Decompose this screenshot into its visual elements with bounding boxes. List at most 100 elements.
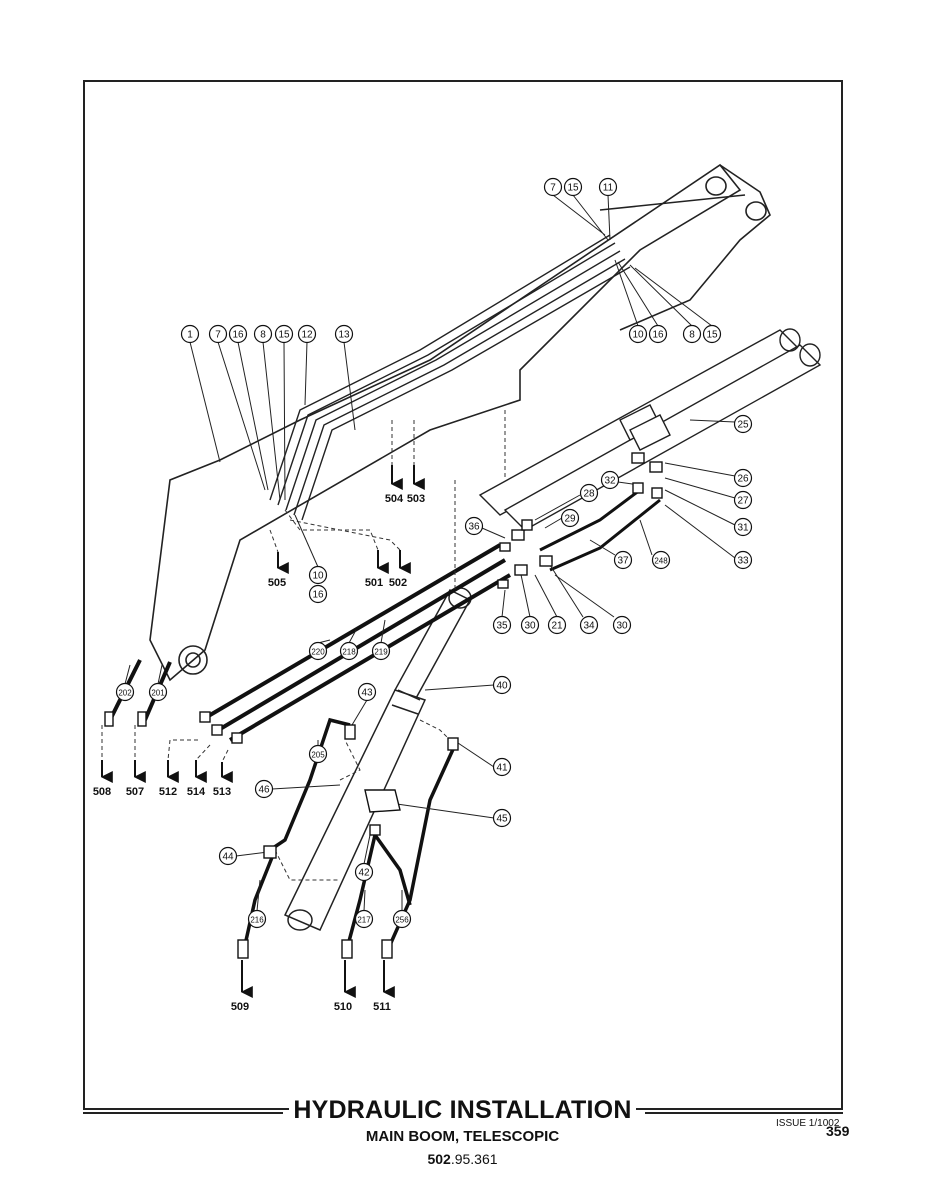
callout-number: 15 (278, 330, 290, 341)
port-label-503: 503 (407, 493, 425, 505)
callout-10: 10 (628, 324, 648, 344)
callout-circle (297, 324, 317, 344)
callout-number: 7 (550, 183, 556, 194)
callout-37: 37 (613, 550, 633, 570)
callout-circle (651, 550, 671, 570)
callout-number: 45 (496, 814, 508, 825)
callout-circle (334, 324, 354, 344)
callout-46: 46 (254, 779, 274, 799)
callout-number: 217 (357, 916, 371, 925)
callout-circle (392, 909, 412, 929)
callout-circle (492, 615, 512, 635)
port-label-501: 501 (365, 577, 383, 589)
callout-number: 33 (737, 556, 749, 567)
callout-number: 1 (187, 330, 193, 341)
callout-45: 45 (492, 808, 512, 828)
callout-15: 15 (702, 324, 722, 344)
callout-12: 12 (297, 324, 317, 344)
callout-1: 1 (180, 324, 200, 344)
callout-circle (543, 177, 563, 197)
issue-label: ISSUE 1/1002 (776, 1118, 840, 1129)
callout-40: 40 (492, 675, 512, 695)
callout-7: 7 (543, 177, 563, 197)
callout-7: 7 (208, 324, 228, 344)
callout-number: 216 (250, 916, 264, 925)
callout-circle (247, 909, 267, 929)
callout-217: 217 (354, 909, 374, 929)
callout-circle (733, 517, 753, 537)
callout-218: 218 (339, 641, 359, 661)
callout-30: 30 (612, 615, 632, 635)
port-label-507: 507 (126, 786, 144, 798)
callout-circle (520, 615, 540, 635)
callout-216: 216 (247, 909, 267, 929)
callout-number: 8 (260, 330, 266, 341)
callout-number: 34 (583, 621, 595, 632)
port-label-505: 505 (268, 577, 286, 589)
page-title-text: HYDRAULIC INSTALLATION (289, 1096, 636, 1124)
callout-11: 11 (598, 177, 618, 197)
callout-circle (308, 584, 328, 604)
callout-circle (148, 682, 168, 702)
callout-circle (253, 324, 273, 344)
callout-circle (308, 744, 328, 764)
callout-number: 7 (215, 330, 221, 341)
callout-number: 256 (395, 916, 409, 925)
title-rule-left (83, 1112, 283, 1114)
callout-13: 13 (334, 324, 354, 344)
callout-circle (308, 641, 328, 661)
callout-16: 16 (308, 584, 328, 604)
callout-32: 32 (600, 470, 620, 490)
callout-16: 16 (648, 324, 668, 344)
document-number: 502.95.361 (0, 1151, 925, 1167)
callout-circle (254, 779, 274, 799)
callout-number: 40 (496, 681, 508, 692)
callout-248: 248 (651, 550, 671, 570)
callout-circle (357, 682, 377, 702)
callout-256: 256 (392, 909, 412, 929)
fittings (104, 452, 663, 959)
callout-circle (547, 615, 567, 635)
main-boom (149, 163, 771, 682)
callout-circle (563, 177, 583, 197)
callout-circle (612, 615, 632, 635)
callout-number: 220 (311, 648, 325, 657)
callout-35: 35 (492, 615, 512, 635)
callout-number: 16 (232, 330, 244, 341)
callout-number: 10 (632, 330, 644, 341)
lift-cylinder-hoses (243, 717, 457, 946)
callout-circle (579, 615, 599, 635)
callout-circle (733, 468, 753, 488)
callout-circle (208, 324, 228, 344)
callout-circle (464, 516, 484, 536)
callout-number: 202 (118, 689, 132, 698)
long-hoses (108, 543, 512, 742)
callout-number: 13 (338, 330, 350, 341)
callout-number: 10 (312, 571, 324, 582)
port-label-511: 511 (373, 1001, 391, 1013)
callout-25: 25 (733, 414, 753, 434)
callout-41: 41 (492, 757, 512, 777)
callout-circle (613, 550, 633, 570)
callout-circle (648, 324, 668, 344)
callout-circle (733, 414, 753, 434)
callout-number: 8 (689, 330, 695, 341)
document-number-suffix: .95.361 (450, 1151, 498, 1167)
callout-30: 30 (520, 615, 540, 635)
callout-number: 42 (358, 868, 370, 879)
callout-42: 42 (354, 862, 374, 882)
leader-lines (124, 194, 736, 912)
callout-26: 26 (733, 468, 753, 488)
callout-number: 26 (737, 474, 749, 485)
callout-circle (308, 565, 328, 585)
callout-circle (274, 324, 294, 344)
callout-circle (354, 909, 374, 929)
page-subtitle: MAIN BOOM, TELESCOPIC (365, 1128, 560, 1145)
callout-circle (339, 641, 359, 661)
callout-44: 44 (218, 846, 238, 866)
callout-number: 16 (652, 330, 664, 341)
callout-8: 8 (253, 324, 273, 344)
callout-number: 46 (258, 785, 270, 796)
